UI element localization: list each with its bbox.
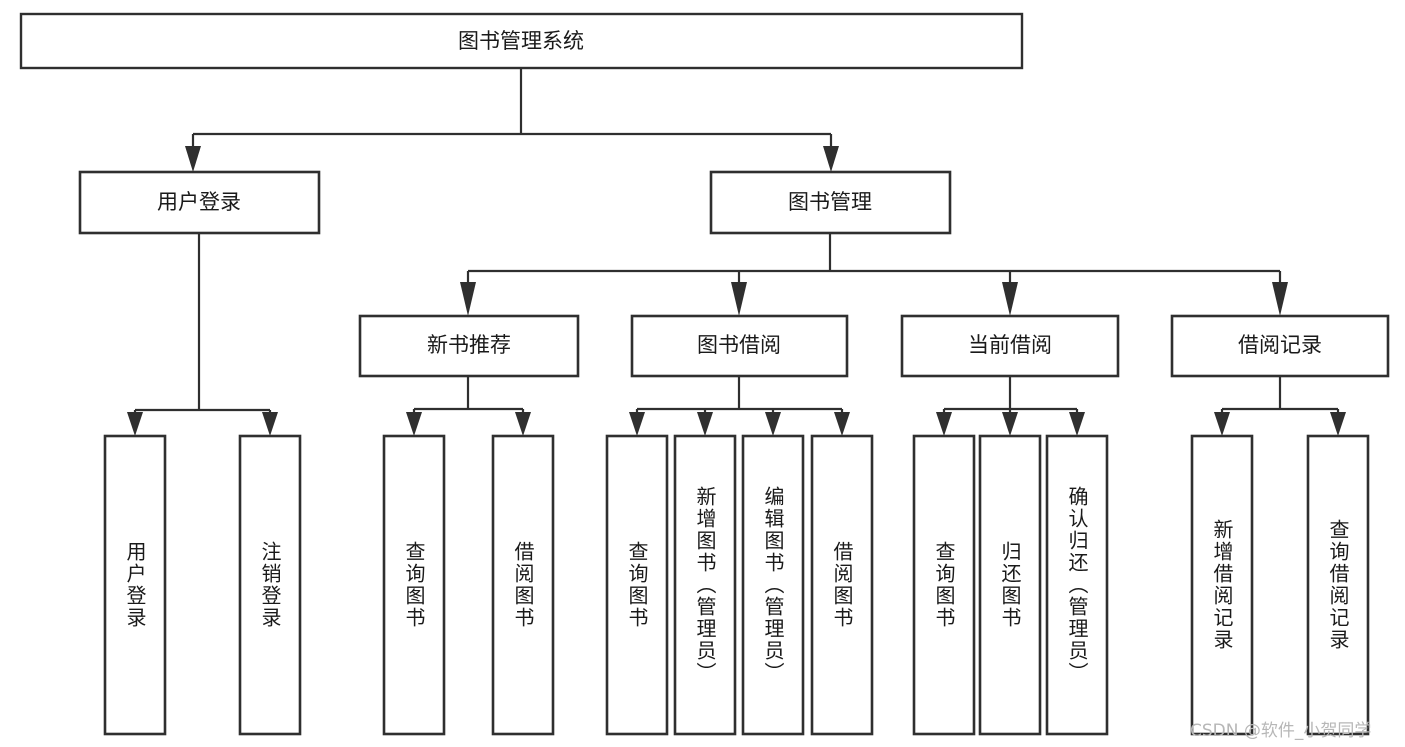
node-current-borrow-box[interactable]: [900, 314, 1120, 378]
leaf-borrow-books[interactable]: 借阅图书: [810, 434, 874, 736]
node-book-borrow-label: 图书借阅: [697, 333, 781, 357]
arrow-head-leaf-add-record: [1214, 412, 1230, 436]
node-user-login-box[interactable]: [78, 170, 321, 235]
arrow-head-to-book-borrow: [731, 282, 747, 316]
arrow-head-leaf-edit-book: [765, 412, 781, 436]
arrow-head-leaf-add-book: [697, 412, 713, 436]
connector-new-books-to-leaves: [412, 376, 525, 416]
leaf-add-book-box[interactable]: [673, 434, 737, 736]
arrow-head-leaf-return-book: [1002, 412, 1018, 436]
node-borrow-records-box[interactable]: [1170, 314, 1390, 378]
leaf-confirm-return-label: 确认归还（管理员）: [1065, 486, 1089, 684]
node-new-book-recommend[interactable]: 新书推荐: [358, 314, 580, 378]
node-user-login[interactable]: 用户登录: [78, 170, 321, 235]
watermark: CSDN @软件_小贺同学: [1190, 721, 1372, 741]
node-book-borrow[interactable]: 图书借阅: [630, 314, 849, 378]
leaf-logout-box[interactable]: [238, 434, 302, 736]
leaf-user-login-box[interactable]: [103, 434, 167, 736]
leaf-query-borrow-record[interactable]: 查询借阅记录: [1306, 434, 1370, 736]
leaf-query-books-borrow-label: 查询图书: [625, 541, 649, 629]
arrow-head-leaf-query-books-3: [936, 412, 952, 436]
node-borrow-records[interactable]: 借阅记录: [1170, 314, 1390, 378]
node-root[interactable]: 图书管理系统: [19, 12, 1024, 70]
arrow-head-leaf-borrow-books-1: [515, 412, 531, 436]
arrow-head-leaf-borrow-books-2: [834, 412, 850, 436]
arrow-head-leaf-user-login: [127, 412, 143, 436]
leaf-logout-label: 注销登录: [258, 541, 282, 629]
arrow-head-to-book-mgmt: [823, 146, 839, 172]
leaf-user-login-label: 用户登录: [123, 541, 147, 629]
arrow-head-to-new-books: [460, 282, 476, 316]
leaf-query-books-borrow[interactable]: 查询图书: [605, 434, 669, 736]
leaf-edit-book[interactable]: 编辑图书（管理员）: [741, 434, 805, 736]
connector-layer: [127, 68, 1346, 436]
node-book-management-label: 图书管理: [788, 190, 872, 214]
arrow-head-to-current-borrow: [1002, 282, 1018, 316]
node-book-borrow-box[interactable]: [630, 314, 849, 378]
arrow-head-leaf-logout: [262, 412, 278, 436]
leaf-borrow-books-box[interactable]: [810, 434, 874, 736]
leaf-query-books-current[interactable]: 查询图书: [912, 434, 976, 736]
leaf-query-borrow-record-box[interactable]: [1306, 434, 1370, 736]
leaf-add-book-label: 新增图书（管理员）: [693, 486, 717, 684]
leaf-confirm-return-box[interactable]: [1045, 434, 1109, 736]
node-root-label: 图书管理系统: [458, 29, 584, 53]
leaf-return-book[interactable]: 归还图书: [978, 434, 1042, 736]
node-current-borrow[interactable]: 当前借阅: [900, 314, 1120, 378]
leaf-query-books-recommend-label: 查询图书: [402, 541, 426, 629]
leaf-borrow-books-recommend[interactable]: 借阅图书: [491, 434, 555, 736]
leaf-query-books-current-box[interactable]: [912, 434, 976, 736]
leaf-query-books-recommend[interactable]: 查询图书: [382, 434, 446, 736]
node-new-book-recommend-box[interactable]: [358, 314, 580, 378]
leaf-query-books-current-label: 查询图书: [932, 541, 956, 629]
arrow-head-to-user-login: [185, 146, 201, 172]
arrow-head-to-borrow-records: [1272, 282, 1288, 316]
leaf-return-book-label: 归还图书: [998, 541, 1022, 629]
leaf-logout[interactable]: 注销登录: [238, 434, 302, 736]
leaf-query-borrow-record-label: 查询借阅记录: [1326, 519, 1350, 651]
arrow-head-leaf-confirm-return: [1069, 412, 1085, 436]
leaf-edit-book-box[interactable]: [741, 434, 805, 736]
node-borrow-records-label: 借阅记录: [1238, 333, 1322, 357]
node-root-box[interactable]: [19, 12, 1024, 70]
connector-current-borrow-to-leaves: [942, 376, 1079, 416]
leaf-add-borrow-record-box[interactable]: [1190, 434, 1254, 736]
connector-user-login-to-leaves: [133, 233, 272, 416]
leaf-confirm-return[interactable]: 确认归还（管理员）: [1045, 434, 1109, 736]
connector-borrow-records-to-leaves: [1220, 376, 1340, 416]
leaf-add-book[interactable]: 新增图书（管理员）: [673, 434, 737, 736]
leaf-return-book-box[interactable]: [978, 434, 1042, 736]
leaf-borrow-books-recommend-box[interactable]: [491, 434, 555, 736]
node-book-management-box[interactable]: [709, 170, 952, 235]
leaf-query-books-recommend-box[interactable]: [382, 434, 446, 736]
node-book-management[interactable]: 图书管理: [709, 170, 952, 235]
arrow-head-leaf-query-books-2: [629, 412, 645, 436]
node-user-login-label: 用户登录: [157, 190, 241, 214]
leaf-add-borrow-record[interactable]: 新增借阅记录: [1190, 434, 1254, 736]
leaf-edit-book-label: 编辑图书（管理员）: [761, 486, 785, 684]
node-new-book-recommend-label: 新书推荐: [427, 333, 511, 357]
leaf-borrow-books-label: 借阅图书: [830, 541, 854, 629]
node-current-borrow-label: 当前借阅: [968, 333, 1052, 357]
arrow-head-leaf-query-record: [1330, 412, 1346, 436]
connector-book-mgmt-to-level2: [466, 233, 1282, 286]
leaf-borrow-books-recommend-label: 借阅图书: [511, 541, 535, 629]
connector-book-borrow-to-leaves: [635, 376, 844, 416]
leaf-query-books-borrow-box[interactable]: [605, 434, 669, 736]
arrow-head-leaf-query-books-1: [406, 412, 422, 436]
leaf-add-borrow-record-label: 新增借阅记录: [1210, 519, 1234, 651]
connector-root-to-level1: [191, 68, 833, 150]
leaf-user-login[interactable]: 用户登录: [103, 434, 167, 736]
